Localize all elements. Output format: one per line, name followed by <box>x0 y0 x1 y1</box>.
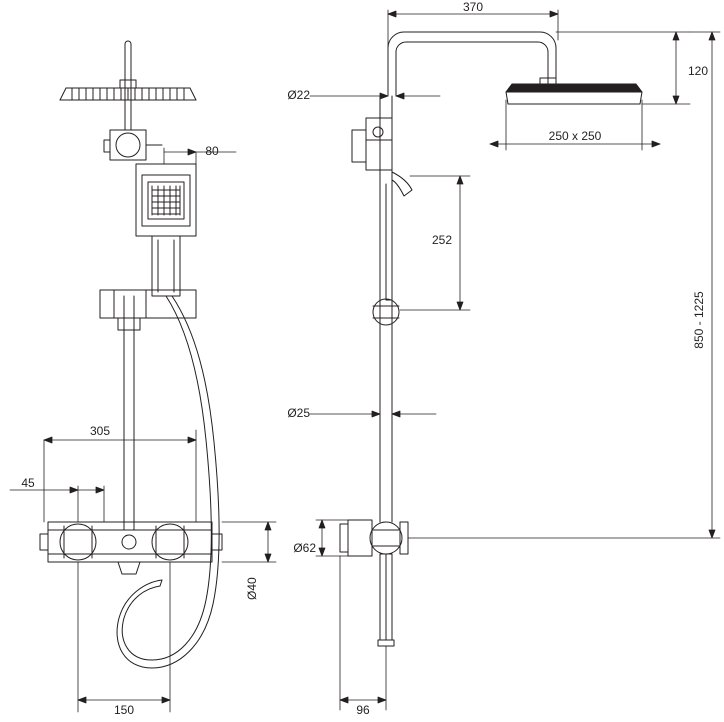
front-slide-rail <box>99 289 197 531</box>
dim-80 <box>163 147 237 165</box>
dim-d22 <box>309 92 441 100</box>
front-riser-pipe <box>124 40 132 131</box>
dim-d62 <box>315 519 349 557</box>
dim-250x250 <box>489 99 661 151</box>
label-d62: Ø62 <box>293 541 316 555</box>
dim-305 <box>43 429 197 523</box>
front-mixer-body <box>39 521 223 575</box>
dim-850-1225 <box>407 31 721 539</box>
side-shower-arm <box>387 31 557 97</box>
label-370: 370 <box>463 0 483 14</box>
dim-370 <box>387 9 559 49</box>
label-d40: Ø40 <box>245 577 259 600</box>
side-mixer-body <box>339 519 409 647</box>
front-view <box>39 40 223 669</box>
label-d25: Ø25 <box>287 406 310 420</box>
label-150: 150 <box>114 703 134 717</box>
label-305: 305 <box>90 424 110 438</box>
front-hose <box>116 295 220 669</box>
label-d22: Ø22 <box>287 88 310 102</box>
dimension-lines <box>9 9 721 713</box>
side-riser-pipe <box>379 95 393 523</box>
dim-150 <box>77 561 171 713</box>
front-shower-head <box>59 79 197 101</box>
side-view <box>339 31 643 647</box>
front-handset-holder <box>103 129 163 161</box>
label-850-1225: 850 - 1225 <box>692 291 706 349</box>
label-120: 120 <box>688 64 708 78</box>
dim-d40 <box>221 521 277 563</box>
dim-120 <box>555 31 691 105</box>
dim-d25 <box>309 410 437 418</box>
side-hand-shower <box>385 171 413 301</box>
label-96: 96 <box>356 703 370 717</box>
side-rail-bracket <box>372 298 400 326</box>
dim-45 <box>9 485 105 523</box>
side-diverter-block <box>351 117 393 171</box>
dim-252 <box>399 175 471 311</box>
label-252: 252 <box>432 233 452 247</box>
side-shower-head <box>505 77 643 105</box>
front-hand-shower <box>135 163 197 297</box>
dimension-labels: 370 Ø22 120 250 x 250 252 Ø25 Ø62 96 80 … <box>21 0 708 717</box>
dim-96 <box>339 555 387 711</box>
label-45: 45 <box>21 476 35 490</box>
label-80: 80 <box>205 144 219 158</box>
label-250x250: 250 x 250 <box>549 129 602 143</box>
